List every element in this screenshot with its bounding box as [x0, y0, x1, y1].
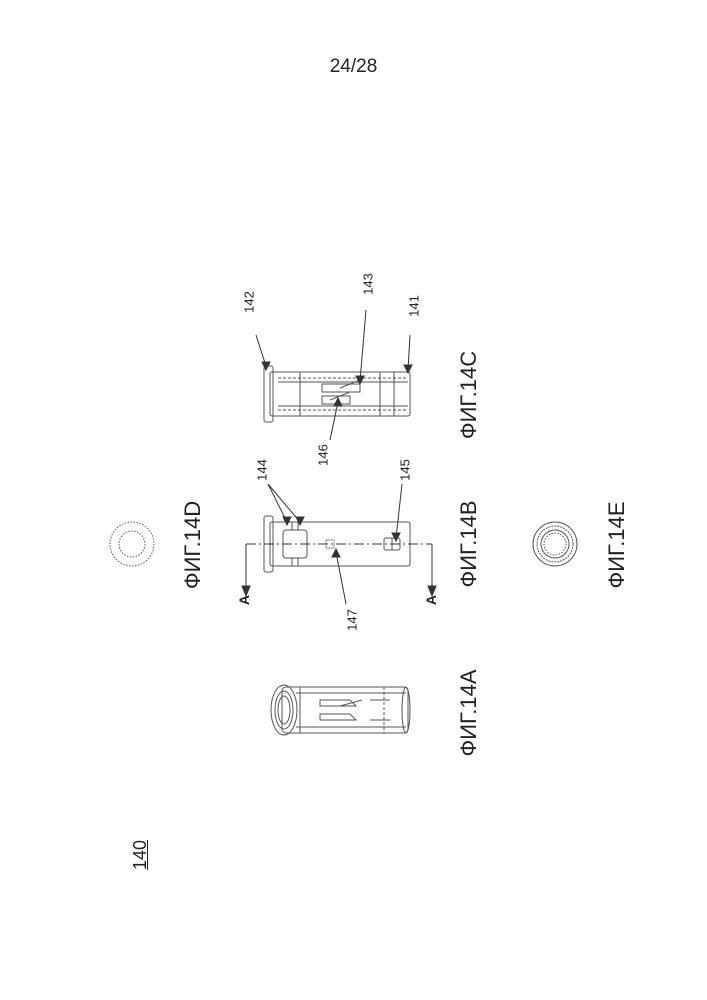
fig-14a-perspective-view	[271, 685, 410, 735]
fig-14e-label: ФИГ.14E	[606, 501, 628, 588]
section-label-left: A	[237, 595, 251, 605]
fig-14c-label: ФИГ.14C	[458, 351, 480, 439]
section-label-right: A	[424, 595, 438, 605]
fig-14b-label: ФИГ.14B	[458, 500, 480, 587]
fig-14a-label: ФИГ.14A	[458, 669, 480, 756]
fig-14c-cross-section	[264, 366, 410, 422]
fig-14d-label: ФИГ.14D	[182, 501, 204, 589]
ref-146: 146	[317, 444, 330, 466]
ref-142: 142	[243, 291, 256, 313]
ref-147: 147	[346, 609, 359, 631]
ref-143: 143	[362, 273, 375, 295]
main-reference-number: 140	[131, 840, 149, 870]
ref-145: 145	[399, 459, 412, 481]
ref-141: 141	[408, 295, 421, 317]
leader-lines	[256, 310, 412, 604]
fig-14d-end-view	[110, 522, 154, 566]
ref-144: 144	[256, 459, 269, 481]
fig-14e-end-view	[533, 522, 577, 566]
